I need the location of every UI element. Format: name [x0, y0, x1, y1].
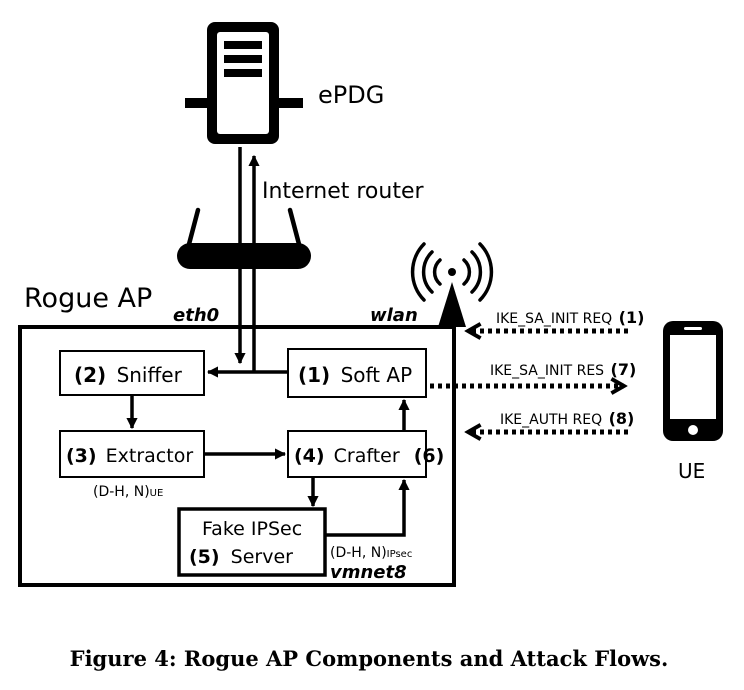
ue-phone-icon	[663, 321, 723, 441]
eth0-label: eth0	[173, 305, 219, 326]
dh-ipsec-annotation: (D-H, N)IPsec	[330, 545, 412, 561]
rogue-ap-label: Rogue AP	[24, 283, 152, 314]
soft-ap-num: (1)	[298, 363, 330, 387]
epdg-label: ePDG	[318, 81, 384, 109]
soft-ap-box: (1) Soft AP	[287, 348, 427, 398]
fake-ipsec-to-crafter-arrow	[325, 478, 410, 537]
soft-ap-name: Soft AP	[341, 363, 413, 387]
svg-text:(1) Soft AP: (1) Soft AP	[298, 363, 412, 387]
rogue-ap-box	[18, 325, 456, 587]
wireless-antenna-icon	[410, 242, 494, 327]
epdg-server-icon	[185, 22, 303, 144]
sniffer-num: (2)	[74, 363, 106, 387]
crafter-num: (4)	[294, 445, 325, 467]
fake-ipsec-num: (5)	[189, 546, 220, 568]
svg-text:(5) Server: (5) Server	[189, 546, 293, 568]
fake-ipsec-line2: Server	[231, 546, 293, 568]
fake-ipsec-line1: Fake IPSec	[202, 518, 302, 540]
ue-label: UE	[678, 459, 705, 483]
crafter-box: (4) Crafter (6)	[287, 430, 444, 478]
vmnet8-label: vmnet8	[330, 562, 407, 583]
internet-router-label: Internet router	[262, 179, 424, 204]
internet-router-icon	[177, 207, 311, 269]
extractor-box: (3) Extractor	[59, 430, 205, 478]
fake-ipsec-server-box: Fake IPSec (5) Server	[177, 507, 327, 577]
svg-text:(2) Sniffer: (2) Sniffer	[74, 363, 183, 387]
extractor-num: (3)	[66, 445, 97, 467]
svg-text:(3) Extractor: (3) Extractor	[66, 445, 193, 467]
ike-sa-init-req-label: IKE_SA_INIT REQ (1)	[496, 308, 644, 327]
sniffer-name: Sniffer	[117, 363, 183, 387]
extractor-name: Extractor	[106, 445, 194, 467]
crafter-num2: (6)	[414, 445, 445, 467]
sniffer-box: (2) Sniffer	[59, 350, 205, 396]
ike-sa-init-res-label: IKE_SA_INIT RES (7)	[490, 360, 636, 379]
svg-text:(4) Crafter (6): (4) Crafter (6)	[294, 445, 444, 467]
dh-ue-annotation: (D-H, N)UE	[93, 484, 163, 500]
crafter-name: Crafter	[334, 445, 400, 467]
wlan-label: wlan	[370, 305, 418, 326]
figure-caption: Figure 4: Rogue AP Components and Attack…	[70, 646, 669, 671]
ike-auth-req-label: IKE_AUTH REQ (8)	[500, 409, 634, 428]
